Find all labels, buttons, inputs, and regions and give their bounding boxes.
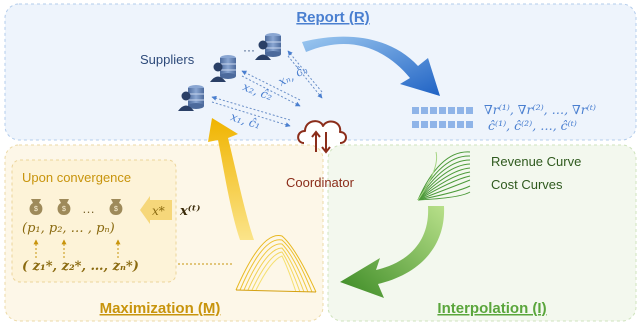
price-vector: (p₁, p₂, … , pₙ) bbox=[22, 221, 115, 236]
supplier-1-icon bbox=[178, 85, 204, 111]
interpolation-to-maximization-arrow bbox=[340, 206, 445, 298]
curve-fan-icon bbox=[417, 151, 471, 201]
supplier-2-icon bbox=[210, 55, 236, 82]
svg-text:$: $ bbox=[62, 206, 66, 213]
suppliers-ellipsis: ··· bbox=[243, 43, 255, 57]
z-to-p-arrows bbox=[33, 239, 121, 258]
gradient-r-list: ∇r⁽¹⁾, ∇r⁽²⁾, …, ∇r⁽ᵗ⁾ bbox=[484, 102, 596, 117]
revenue-curve-label: Revenue Curve bbox=[491, 154, 581, 169]
report-to-interpolation-arrow bbox=[302, 36, 440, 96]
x-star-label: x* bbox=[152, 204, 165, 218]
message-arrows bbox=[211, 50, 323, 128]
coordinator-label: Coordinator bbox=[286, 175, 355, 190]
supplier-n-icon bbox=[255, 33, 281, 60]
svg-text:$: $ bbox=[34, 206, 38, 213]
interpolation-title: Interpolation (I) bbox=[437, 300, 546, 317]
maximization-to-report-arrow bbox=[208, 118, 254, 240]
optimization-surface-icon bbox=[235, 234, 317, 293]
coordinator-cloud-icon bbox=[297, 120, 347, 154]
suppliers-label: Suppliers bbox=[140, 52, 195, 67]
report-data-blocks bbox=[412, 107, 473, 128]
x-t-label: x⁽ᵗ⁾ bbox=[179, 204, 200, 219]
upon-convergence-label: Upon convergence bbox=[22, 170, 131, 185]
convergence-box bbox=[11, 159, 177, 283]
chat-c-list: ĉ⁽¹⁾, ĉ⁽²⁾, …, ĉ⁽ᵗ⁾ bbox=[488, 118, 577, 133]
bags-ellipsis: … bbox=[82, 201, 95, 216]
interpolation-panel bbox=[327, 144, 637, 322]
price-bag-icons: $ $ $ bbox=[29, 199, 123, 215]
svg-text:$: $ bbox=[114, 206, 118, 213]
z-star-vector: ( z₁*, z₂*, …, zₙ*) bbox=[22, 259, 139, 274]
x-star-arrow bbox=[140, 196, 172, 224]
report-title: Report (R) bbox=[296, 9, 369, 26]
cost-curves-label: Cost Curves bbox=[491, 177, 563, 192]
maximization-title: Maximization (M) bbox=[100, 300, 221, 317]
